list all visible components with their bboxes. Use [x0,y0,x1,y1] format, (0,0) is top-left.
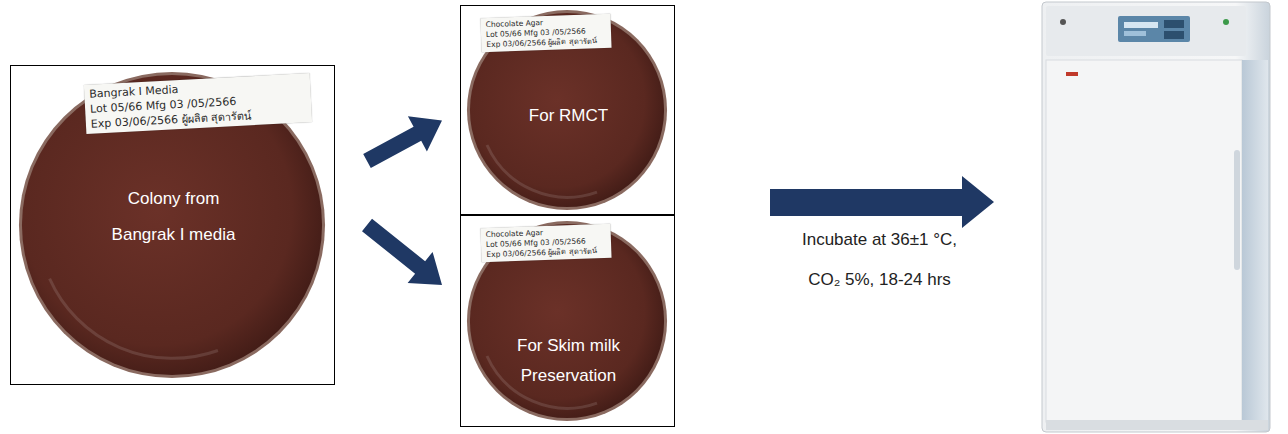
plate-highlight [50,279,218,359]
plate-rim [19,72,325,378]
plate-sticker: Chocolate AgarLot 05/66 Mfg 03 /05/2566E… [480,224,611,263]
plate-caption: For RMCT [479,101,659,131]
plate-photo-box: Chocolate AgarLot 05/66 Mfg 03 /05/2566E… [460,5,675,215]
plate-photo-box: Chocolate AgarLot 05/66 Mfg 03 /05/2566E… [460,215,675,427]
agar-medium [470,13,664,207]
plate-photo-box: Bangrak I MediaLot 05/66 Mfg 03 /05/2566… [10,65,335,385]
plate-rim [467,221,667,421]
flow-arrow [363,116,442,168]
plate-caption: Colony from Bangrak I media [99,181,249,253]
incubator-illustration [1042,2,1270,432]
plate-sticker: Chocolate AgarLot 05/66 Mfg 03 /05/2566E… [480,14,611,53]
process-arrow [770,176,994,228]
agar-medium [470,224,664,418]
flow-arrow [362,219,442,285]
plate-rim [467,10,667,210]
step-note: Incubate at 36±1 °C, CO₂ 5%, 18-24 hrs [787,220,972,300]
plate-highlight [487,145,597,197]
plate-caption: For Skim milk Preservation [499,331,639,391]
